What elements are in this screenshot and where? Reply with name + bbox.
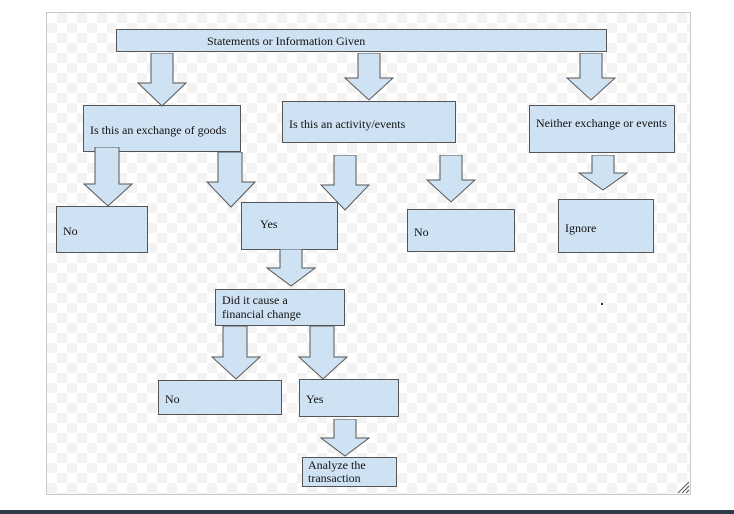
node-yes-financial[interactable]: Yes [299, 379, 399, 417]
node-no-financial[interactable]: No [158, 380, 282, 415]
arrow-financial-yes [298, 326, 348, 380]
node-exchange-question[interactable]: Is this an exchange of goods [83, 105, 241, 152]
node-no-activity-label: No [414, 225, 429, 239]
node-statements[interactable]: Statements or Information Given [116, 29, 607, 52]
node-exchange-question-label: Is this an exchange of goods [90, 123, 227, 137]
arrow-financial-no [211, 326, 261, 380]
node-no-exchange-label: No [63, 224, 78, 238]
node-no-exchange[interactable]: No [56, 206, 148, 253]
node-analyze-label: Analyze the transaction [308, 458, 366, 485]
node-activity-question-label: Is this an activity/events [289, 117, 406, 131]
node-financial-question[interactable]: Did it cause a financial change [215, 289, 345, 326]
node-yes-financial-label: Yes [306, 392, 324, 406]
node-ignore[interactable]: Ignore [558, 199, 654, 253]
node-yes-exchange-label: Yes [260, 217, 278, 231]
arrow-neither-ignore [578, 155, 628, 191]
arrow-exchange-no [83, 147, 133, 207]
arrow-top-right [566, 53, 616, 101]
arrow-activity-no [426, 155, 476, 203]
arrow-yes-analyze [320, 419, 370, 457]
node-neither[interactable]: Neither exchange or events [529, 105, 675, 153]
bottom-border [0, 510, 734, 514]
arrow-top-left [137, 53, 187, 107]
stray-dot [601, 303, 603, 305]
node-analyze[interactable]: Analyze the transaction [302, 457, 397, 487]
node-statements-label: Statements or Information Given [207, 34, 366, 48]
node-no-financial-label: No [165, 392, 180, 406]
node-no-activity[interactable]: No [407, 209, 515, 252]
node-neither-label: Neither exchange or events [536, 116, 667, 130]
resize-handle-icon[interactable] [676, 480, 690, 494]
arrow-yes-financial [266, 249, 316, 287]
arrow-activity-yes [320, 155, 370, 211]
arrow-top-middle [344, 53, 394, 101]
node-financial-question-label: Did it cause a financial change [222, 293, 301, 321]
node-ignore-label: Ignore [565, 221, 597, 235]
node-activity-question[interactable]: Is this an activity/events [282, 101, 456, 143]
arrow-exchange-yes [206, 152, 256, 208]
